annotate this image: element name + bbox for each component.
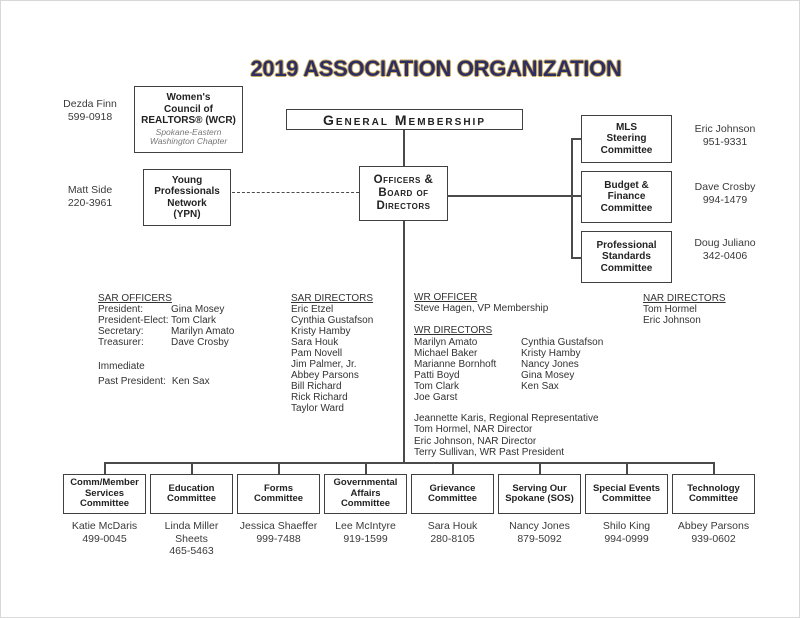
connector-drop-8 [713, 462, 715, 474]
connector-drop-1 [104, 462, 106, 474]
connector-ypn-dashed [232, 192, 359, 193]
sar-officer-name: Gina Mosey [171, 304, 225, 315]
committee-label: Technology Committee [687, 482, 740, 504]
wcr-box-sublabel: Spokane-Eastern Washington Chapter [149, 126, 228, 147]
committee-contact-grievance: Sara Houk 280-8105 [427, 520, 478, 545]
committee-label: Comm/Member Services Committee [70, 477, 139, 510]
budget-finance-contact: Dave Crosby 994-1479 [694, 181, 756, 206]
committee-contact-technology: Abbey Parsons 939-0602 [677, 520, 750, 545]
wr-directors-heading: WR DIRECTORS [414, 325, 493, 336]
page-title: 2019 ASSOCIATION ORGANIZATION [250, 56, 622, 81]
sar-officer-role: Secretary: [98, 326, 144, 337]
nar-directors-list: NAR DIRECTORS Tom Hormel Eric Johnson [643, 293, 753, 326]
sar-officer-name: Tom Clark [171, 315, 217, 326]
connector-drop-5 [452, 462, 454, 474]
committee-label: Grievance Committee [427, 482, 478, 504]
connector-drop-3 [278, 462, 280, 474]
committee-box-governmental-affairs: Governmental Affairs Committee [324, 474, 407, 514]
wcr-contact: Dezda Finn 599-0918 [63, 98, 117, 123]
committee-contact-education: Linda Miller Sheets 465-5463 [164, 520, 219, 557]
professional-standards-box: Professional Standards Committee [581, 231, 672, 283]
wcr-box-label: Women's Council of REALTORS® (WCR) [141, 92, 236, 127]
connector-drop-7 [626, 462, 628, 474]
budget-finance-label: Budget & Finance Committee [600, 179, 653, 214]
officers-board-label: Officers & Board of Directors [373, 174, 434, 212]
connector-stub-professional [571, 257, 582, 259]
ypn-box-label: Young Professionals Network (YPN) [154, 174, 220, 221]
professional-standards-label: Professional Standards Committee [596, 239, 657, 274]
wr-directors-col2: Cynthia Gustafson Kristy Hamby Nancy Jon… [521, 337, 604, 392]
sar-officer-role: Treasurer: [98, 337, 144, 348]
committee-box-education: Education Committee [150, 474, 233, 514]
connector-drop-2 [191, 462, 193, 474]
representatives-list: Jeannette Karis, Regional Representative… [414, 413, 599, 458]
connector-board-to-right [447, 195, 582, 197]
general-membership-label: General Membership [322, 111, 486, 128]
committee-label: Serving Our Spokane (SOS) [505, 482, 574, 504]
mls-steering-contact: Eric Johnson 951-9331 [694, 123, 756, 148]
committee-label: Forms Committee [253, 482, 304, 504]
sar-officer-row: Treasurer: Dave Crosby [98, 337, 293, 348]
connector-right-bracket [571, 138, 573, 258]
wr-directors-col1: Marilyn Amato Michael Baker Marianne Bor… [414, 337, 497, 403]
committee-box-technology: Technology Committee [672, 474, 755, 514]
connector-drop-6 [539, 462, 541, 474]
sar-past-president-role-line2: Past President: [98, 376, 166, 387]
connector-board-to-committees [403, 221, 405, 463]
wr-officer-name: Steve Hagen, VP Membership [414, 303, 549, 314]
committee-contact-governmental-affairs: Lee McIntyre 919-1599 [335, 520, 396, 545]
nar-directors-heading: NAR DIRECTORS [643, 293, 726, 304]
connector-stub-mls [571, 138, 582, 140]
committee-label: Special Events Committee [592, 482, 661, 504]
committee-contact-special-events: Shilo King 994-0999 [602, 520, 651, 545]
sar-officer-row: President-Elect: Tom Clark [98, 315, 293, 326]
connector-committee-rail [104, 462, 715, 464]
wr-officer-list: WR OFFICER Steve Hagen, VP Membership [414, 292, 634, 314]
sar-directors-list: SAR DIRECTORS Eric Etzel Cynthia Gustafs… [291, 293, 399, 414]
sar-past-president-role-line1: Immediate [98, 361, 145, 372]
sar-officer-role: President-Elect: [98, 315, 169, 326]
committee-box-special-events: Special Events Committee [585, 474, 668, 514]
committee-label: Education Committee [166, 482, 217, 504]
nar-directors-names: Tom Hormel Eric Johnson [643, 304, 701, 326]
sar-officer-row: President: Gina Mosey [98, 304, 293, 315]
committee-box-forms: Forms Committee [237, 474, 320, 514]
sar-officers-heading: SAR OFFICERS [98, 293, 172, 304]
committee-contact-serving-our-spokane: Nancy Jones 879-5092 [509, 520, 570, 545]
ypn-contact: Matt Side 220-3961 [67, 184, 113, 209]
sar-officers-list: SAR OFFICERS President: Gina Mosey Presi… [98, 293, 293, 387]
committee-contact-forms: Jessica Shaeffer 999-7488 [239, 520, 318, 545]
mls-steering-label: MLS Steering Committee [600, 121, 653, 156]
wr-officer-heading: WR OFFICER [414, 292, 478, 303]
mls-steering-box: MLS Steering Committee [581, 115, 672, 163]
budget-finance-box: Budget & Finance Committee [581, 171, 672, 223]
committee-contact-comm-member-services: Katie McDaris 499-0045 [71, 520, 138, 545]
committee-box-grievance: Grievance Committee [411, 474, 494, 514]
committee-box-comm-member-services: Comm/Member Services Committee [63, 474, 146, 514]
connector-membership-to-board [403, 130, 405, 166]
sar-officer-name: Dave Crosby [171, 337, 229, 348]
wcr-box: Women's Council of REALTORS® (WCR) Spoka… [134, 86, 243, 153]
general-membership-box: General Membership [286, 109, 523, 130]
sar-past-president-name: Ken Sax [171, 376, 210, 387]
sar-directors-names: Eric Etzel Cynthia Gustafson Kristy Hamb… [291, 304, 374, 414]
sar-officer-row: Secretary: Marilyn Amato [98, 326, 293, 337]
sar-directors-heading: SAR DIRECTORS [291, 293, 374, 304]
officers-board-box: Officers & Board of Directors [359, 166, 448, 221]
sar-officer-role: President: [98, 304, 144, 315]
sar-past-president-row: Past President: Ken Sax [98, 376, 293, 387]
committee-box-serving-our-spokane: Serving Our Spokane (SOS) [498, 474, 581, 514]
committee-label: Governmental Affairs Committee [333, 477, 398, 510]
sar-officer-name: Marilyn Amato [171, 326, 235, 337]
professional-standards-contact: Doug Juliano 342-0406 [694, 237, 756, 262]
ypn-box: Young Professionals Network (YPN) [143, 169, 231, 226]
connector-drop-4 [365, 462, 367, 474]
